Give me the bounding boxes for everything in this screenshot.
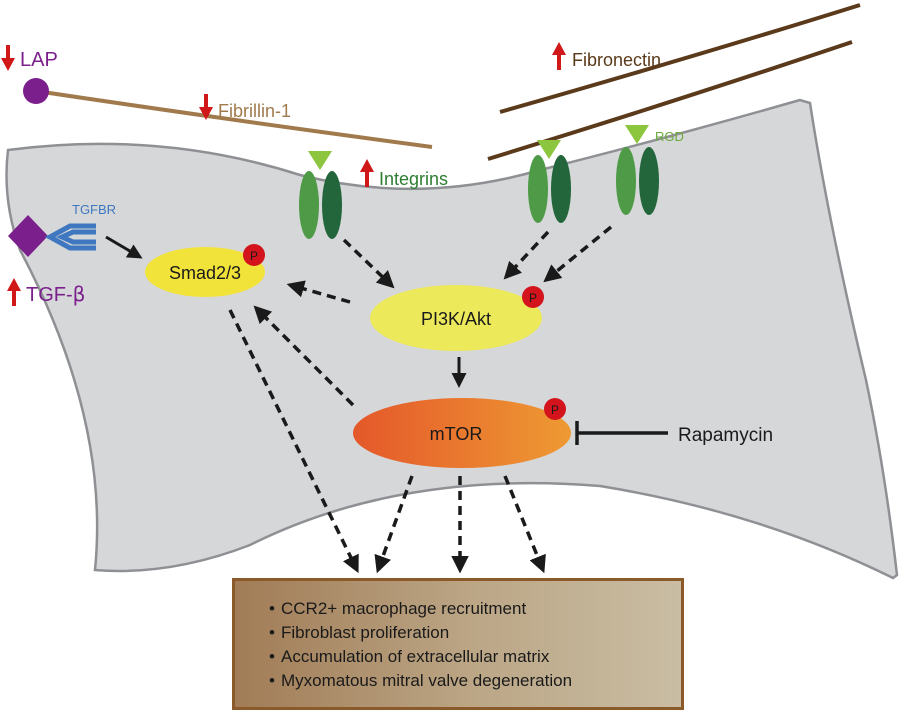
outcome-text: Myxomatous mitral valve degeneration [281,671,573,690]
outcome-list: •CCR2+ macrophage recruitment •Fibroblas… [269,597,681,693]
arrow-mtor-smad [253,305,355,407]
pi3k-label: PI3K/Akt [421,309,491,329]
svg-text:P: P [529,291,537,305]
outcome-text: CCR2+ macrophage recruitment [281,599,527,618]
mtor-label: mTOR [430,424,483,444]
outcome-item: •Fibroblast proliferation [269,623,450,642]
integrin-3 [616,125,659,215]
arrow-mtor-outcome-3 [503,475,546,574]
pi3k-phospho: P [522,286,544,308]
arrow-mtor-outcome-1 [374,475,414,574]
integrin-2 [528,140,571,223]
arrow-integrin2-pi3k [503,230,550,280]
lap-down-arrow [1,45,15,71]
tgf-up-arrow [7,278,21,306]
outcome-box: •CCR2+ macrophage recruitment •Fibroblas… [232,578,684,710]
pi3k-node [370,285,542,351]
lap-circle [23,78,49,104]
rapamycin-label: Rapamycin [678,425,773,446]
integrins-label: Integrins [379,169,448,189]
integrins-up-arrow [360,159,374,187]
rgd-label: RGD [655,129,684,144]
arrow-tgfbr-smad [105,235,143,259]
fibronectin-label: Fibronectin [572,50,661,70]
fibronectin-up-arrow [552,42,566,70]
tgfbr-label: TGFBR [72,202,116,217]
mtor-phospho: P [544,398,566,420]
smad-node [145,247,265,297]
integrin-1 [299,151,342,239]
fibrillin-fiber [35,89,433,149]
arrow-integrin1-pi3k [342,238,395,289]
arrow-pi3k-smad [286,280,351,304]
tgfbr-receptor [44,223,96,251]
tgf-beta-label: TGF-β [26,282,85,306]
fibrillin-label: Fibrillin-1 [218,101,291,121]
outcome-item: •Myxomatous mitral valve degeneration [269,671,573,690]
mtor-node [353,398,571,468]
svg-text:P: P [250,249,258,263]
outcome-item: •Accumulation of extracellular matrix [269,647,550,666]
smad-label: Smad2/3 [169,263,241,283]
fibronectin-fiber-upper [499,3,861,114]
fibrillin-down-arrow [199,94,213,120]
tgf-beta-ligand [8,215,48,257]
lap-label: LAP [20,49,58,71]
smad-phospho: P [243,244,265,266]
outcome-text: Accumulation of extracellular matrix [281,647,550,666]
outcome-item: •CCR2+ macrophage recruitment [269,599,527,618]
fibronectin-fiber-lower [487,40,853,161]
rapamycin-inhibitor [575,421,668,445]
outcome-text: Fibroblast proliferation [281,623,450,642]
svg-text:P: P [551,403,559,417]
arrow-smad-outcome-1 [228,309,359,574]
